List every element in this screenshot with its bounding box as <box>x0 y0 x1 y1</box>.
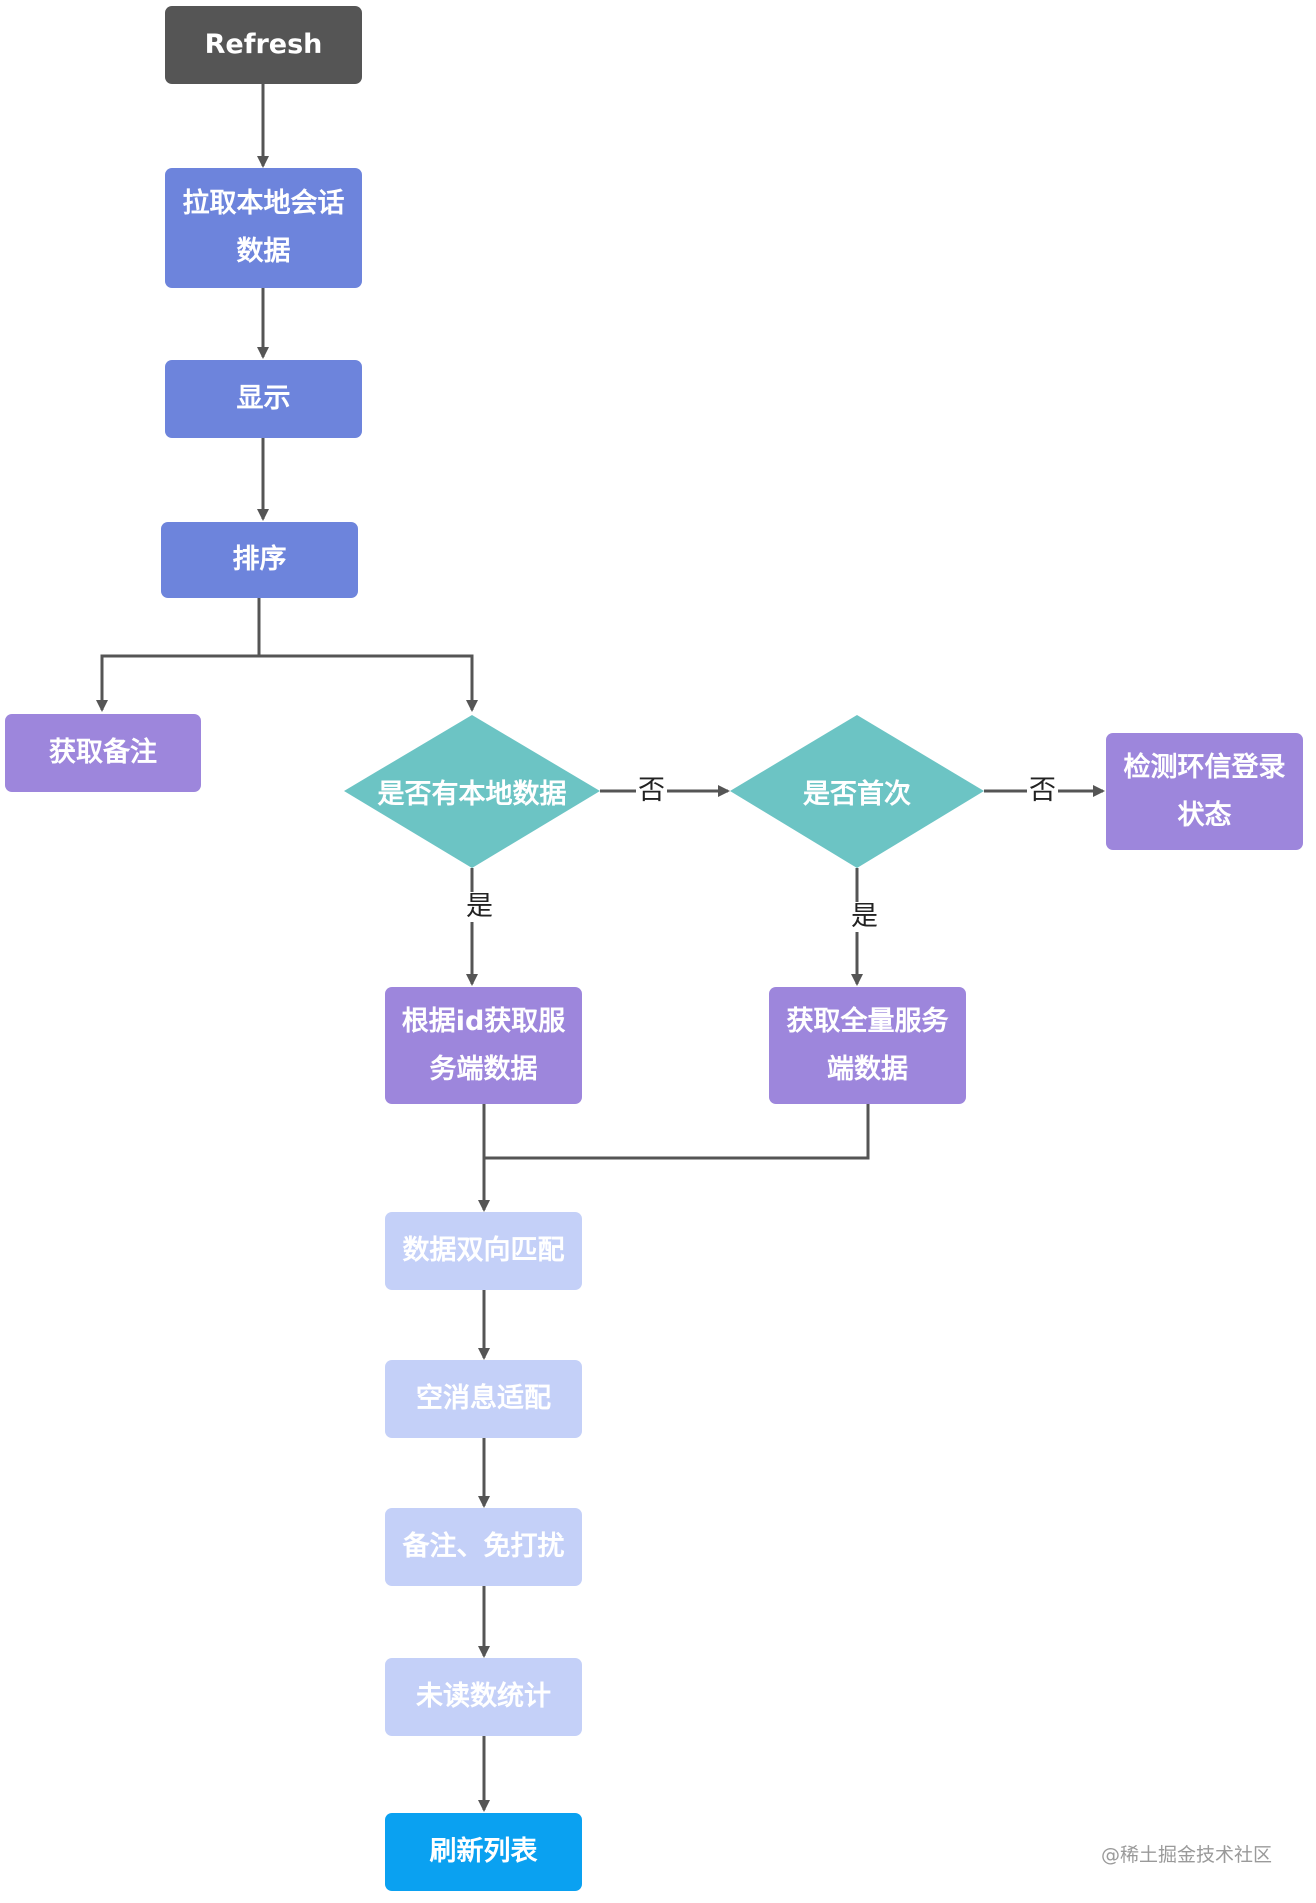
decision-has-local-shape <box>344 715 600 868</box>
node-refresh-list[interactable]: 刷新列表 <box>385 1813 582 1891</box>
node-get-remark[interactable]: 获取备注 <box>5 714 201 792</box>
edge-sort-to-decision <box>259 654 478 712</box>
edge-label-no-2: 否 <box>1027 775 1058 806</box>
node-refresh[interactable]: Refresh <box>165 6 362 84</box>
edge-label-yes-1: 是 <box>464 891 495 922</box>
node-unread-count[interactable]: 未读数统计 <box>385 1658 582 1736</box>
edge-sort-split <box>96 598 261 712</box>
edge-label-yes-2: 是 <box>849 901 880 932</box>
edge-label-no-1: 否 <box>636 775 667 806</box>
node-empty-message-adapt[interactable]: 空消息适配 <box>385 1360 582 1438</box>
node-display[interactable]: 显示 <box>165 360 362 438</box>
decision-is-first-shape <box>730 715 984 868</box>
node-bidirectional-match[interactable]: 数据双向匹配 <box>385 1212 582 1290</box>
node-fetch-all[interactable]: 获取全量服务端数据 <box>769 987 966 1104</box>
decision-has-local-label: 是否有本地数据 <box>377 778 567 810</box>
node-pull-local-data[interactable]: 拉取本地会话数据 <box>165 168 362 288</box>
edge-fetchall-merge <box>484 1104 870 1160</box>
node-sort[interactable]: 排序 <box>161 522 358 598</box>
node-remark-do-not-disturb[interactable]: 备注、免打扰 <box>385 1508 582 1586</box>
decision-is-first-label: 是否首次 <box>803 778 911 810</box>
watermark: @稀土掘金技术社区 <box>1100 1844 1272 1866</box>
node-check-login-status[interactable]: 检测环信登录状态 <box>1106 733 1303 850</box>
node-fetch-by-id[interactable]: 根据id获取服务端数据 <box>385 987 582 1104</box>
